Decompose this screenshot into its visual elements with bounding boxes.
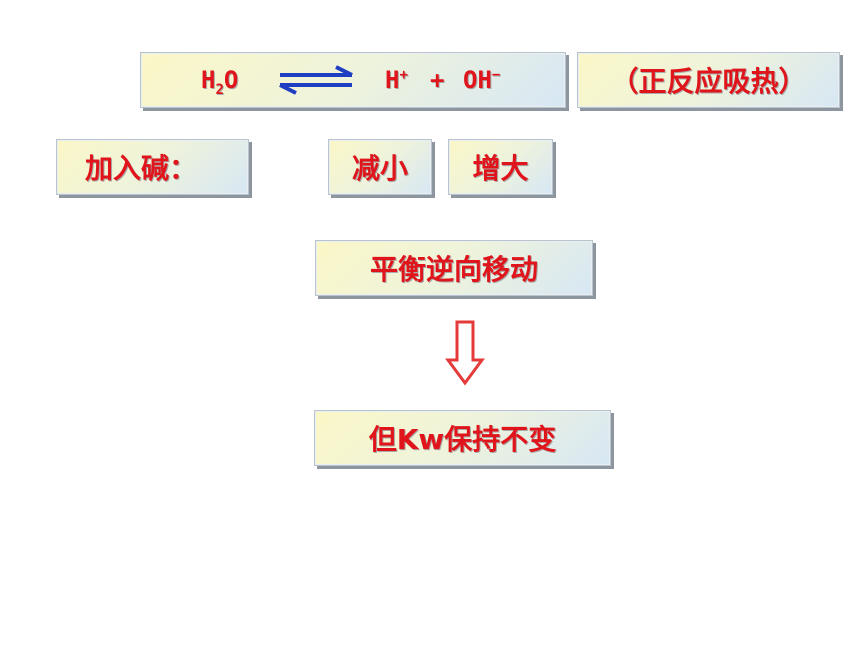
change-decrease: 减小 bbox=[328, 139, 432, 195]
hydrogen-ion: H+ bbox=[385, 66, 408, 94]
condition-label: 加入碱： bbox=[56, 139, 249, 195]
change-increase: 增大 bbox=[448, 139, 553, 195]
kw-constant-box: 但Kw保持不变 bbox=[314, 410, 611, 466]
down-arrow-icon bbox=[445, 320, 485, 386]
hydroxide-charge: − bbox=[491, 67, 501, 83]
water-h: H bbox=[201, 66, 216, 94]
endothermic-note: （正反应吸热） bbox=[577, 52, 840, 108]
water-subscript: 2 bbox=[215, 81, 224, 98]
hydroxide-symbol: OH bbox=[463, 66, 492, 94]
equation-box: H2O H+ + OH− bbox=[140, 52, 566, 108]
water-o: O bbox=[223, 66, 239, 94]
water-formula: H2O bbox=[201, 66, 239, 97]
hydrogen-charge: + bbox=[399, 67, 408, 83]
equilibrium-arrow-icon bbox=[279, 65, 353, 95]
hydroxide-ion: OH− bbox=[463, 66, 500, 94]
equilibrium-shift-box: 平衡逆向移动 bbox=[315, 240, 593, 296]
hydrogen-symbol: H bbox=[385, 66, 400, 94]
plus-sign: + bbox=[430, 66, 445, 94]
